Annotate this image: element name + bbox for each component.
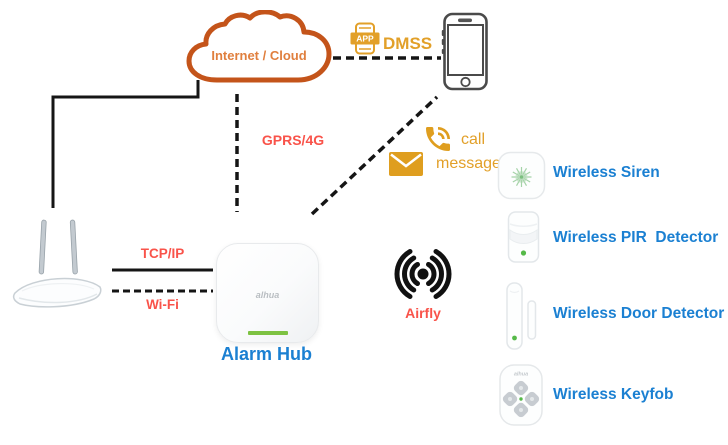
- device-label-pir: Wireless PIR Detector: [553, 229, 719, 246]
- hub-phone-line: [310, 95, 439, 216]
- device-label-door: Wireless Door Detector: [553, 305, 725, 322]
- siren-icon: [497, 151, 546, 200]
- call-icon: [426, 127, 450, 151]
- call-label: call: [461, 131, 486, 148]
- hub-brand-logo: alhua: [255, 290, 280, 300]
- gprs-label: GPRS/4G: [261, 132, 325, 148]
- cloud-label: Internet / Cloud: [211, 48, 307, 63]
- wifi-label: Wi-Fi: [146, 297, 179, 312]
- dmss-label: DMSS: [383, 34, 433, 53]
- alarm-hub-label: Alarm Hub: [220, 344, 312, 364]
- device-label-siren: Wireless Siren: [553, 164, 660, 181]
- message-label: message: [436, 155, 501, 172]
- router-icon: [12, 219, 102, 308]
- smartphone-icon: [441, 12, 488, 91]
- door-detector-icon: [506, 282, 537, 350]
- cloud-router-line: [51, 80, 200, 208]
- alarm-hub-device: alhua: [216, 243, 319, 343]
- message-icon: [389, 152, 423, 176]
- keyfob-icon: alhua: [499, 364, 543, 426]
- tcpip-label: TCP/IP: [140, 246, 185, 261]
- cloud-icon: [186, 10, 332, 83]
- keyfob-brand-logo: alhua: [514, 372, 528, 378]
- device-label-keyfob: Wireless Keyfob: [553, 386, 674, 403]
- airfly-icon: [394, 248, 452, 300]
- pir-detector-icon: [507, 211, 540, 263]
- internet-cloud: Internet / Cloud: [183, 10, 335, 94]
- airfly-label: Airfly: [405, 305, 441, 321]
- hub-led-strip: [247, 331, 288, 335]
- app-badge-icon: APP: [350, 22, 380, 55]
- app-badge-label: APP: [356, 34, 374, 44]
